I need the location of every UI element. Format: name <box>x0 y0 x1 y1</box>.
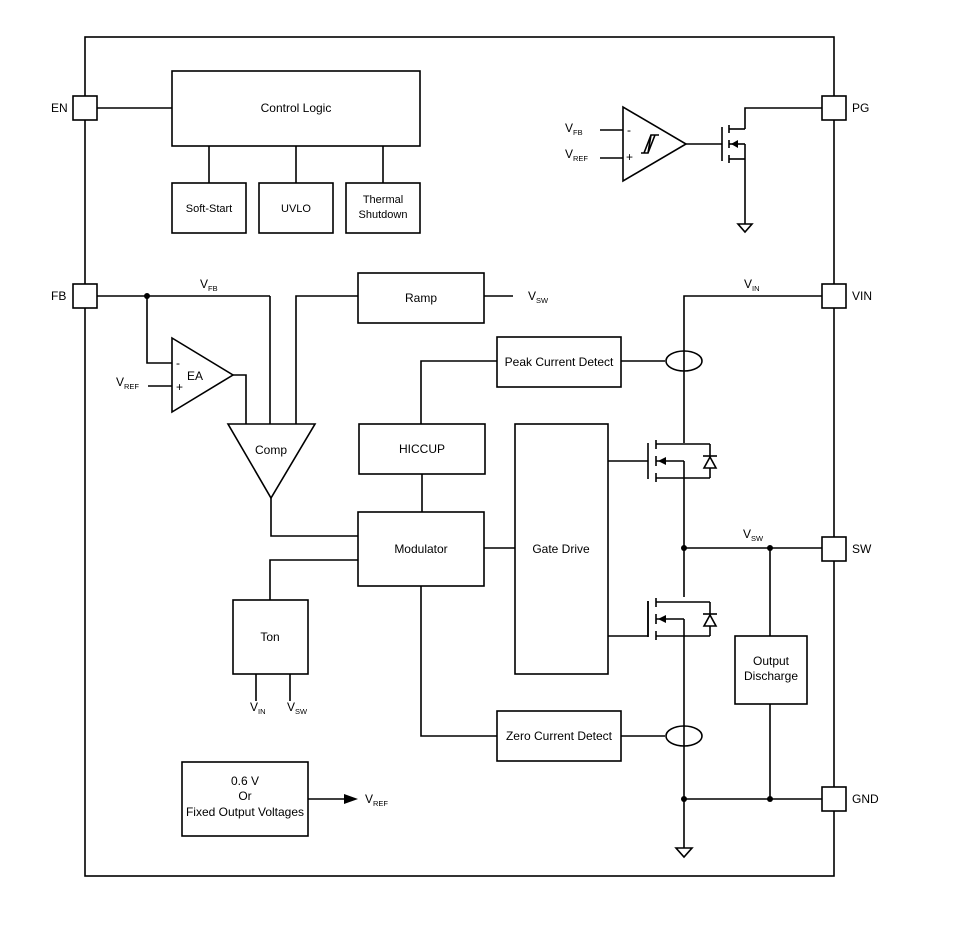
ramp-block: Ramp <box>357 272 485 324</box>
thermal-shutdown-block: Thermal Shutdown <box>345 182 421 234</box>
modulator-block: Modulator <box>357 511 485 587</box>
ton-vin-label: VIN <box>250 700 266 716</box>
soft-start-label: Soft-Start <box>186 203 232 215</box>
pin-label-en: EN <box>51 101 68 115</box>
peak-current-detect-label: Peak Current Detect <box>505 355 614 369</box>
ic-outline <box>84 36 835 877</box>
output-discharge-line2: Discharge <box>744 669 798 683</box>
peak-current-detect-block: Peak Current Detect <box>496 336 622 388</box>
power-ground-symbol <box>674 847 694 859</box>
vref-block: 0.6 V Or Fixed Output Voltages <box>181 761 309 837</box>
comp-label: Comp <box>255 443 287 457</box>
vref-line3: Fixed Output Voltages <box>186 805 304 819</box>
output-discharge-line1: Output <box>753 654 790 668</box>
vref-output-label: VREF <box>365 792 388 808</box>
pg-ground-symbol <box>736 223 754 234</box>
hiccup-label: HICCUP <box>399 442 445 456</box>
pin-label-pg: PG <box>852 101 869 115</box>
ramp-label: Ramp <box>405 291 437 305</box>
uvlo-label: UVLO <box>281 203 311 215</box>
peak-current-sensor <box>665 350 703 372</box>
thermal-label-line1: Thermal <box>363 194 403 206</box>
pin-fb: FB <box>51 283 98 309</box>
comparator: Comp <box>226 423 317 500</box>
ton-vsw-label: VSW <box>287 700 308 716</box>
pg-vref-label: VREF <box>565 147 588 163</box>
power-vsw-label: VSW <box>743 527 764 543</box>
pin-label-sw: SW <box>852 542 872 556</box>
modulator-label: Modulator <box>394 542 447 556</box>
error-amplifier: - + EA <box>171 336 235 414</box>
power-vin-label: VIN <box>744 277 760 293</box>
control-logic-label: Control Logic <box>261 101 332 115</box>
soft-start-block: Soft-Start <box>171 182 247 234</box>
zero-current-detect-label: Zero Current Detect <box>506 729 613 743</box>
pin-gnd: GND <box>821 786 879 812</box>
ea-minus: - <box>176 356 180 370</box>
pg-comp-plus: + <box>626 150 633 164</box>
zero-current-detect-block: Zero Current Detect <box>496 710 622 762</box>
pin-label-gnd: GND <box>852 792 879 806</box>
uvlo-block: UVLO <box>258 182 334 234</box>
pg-comp-minus: - <box>627 123 631 137</box>
zero-current-sensor <box>665 725 703 747</box>
pin-sw: SW <box>821 536 872 562</box>
pin-label-vin: VIN <box>852 289 872 303</box>
low-side-mosfet <box>647 598 718 640</box>
pin-label-fb: FB <box>51 289 66 303</box>
pg-comparator: - + <box>622 105 688 183</box>
ea-plus: + <box>176 380 183 394</box>
fb-vfb-label: VFB <box>200 277 218 293</box>
pin-pg: PG <box>821 95 869 121</box>
hiccup-block: HICCUP <box>358 423 486 475</box>
high-side-mosfet <box>647 440 718 482</box>
gate-drive-label: Gate Drive <box>532 542 590 556</box>
ton-block: Ton <box>232 599 309 675</box>
vref-line2: Or <box>238 789 251 803</box>
ea-label: EA <box>187 369 203 383</box>
pin-vin: VIN <box>821 283 872 309</box>
gate-drive-block: Gate Drive <box>514 423 609 675</box>
vref-line1: 0.6 V <box>231 774 259 788</box>
control-logic-block: Control Logic <box>171 70 421 147</box>
thermal-label-line2: Shutdown <box>359 209 408 221</box>
ramp-vsw-label: VSW <box>528 289 549 305</box>
ea-vref-label: VREF <box>116 375 139 391</box>
vref-arrow <box>344 794 358 804</box>
ton-label: Ton <box>260 630 279 644</box>
pin-en: EN <box>51 95 98 121</box>
pg-mosfet <box>721 125 746 163</box>
output-discharge-block: Output Discharge <box>734 635 808 705</box>
pg-vfb-label: VFB <box>565 121 583 137</box>
